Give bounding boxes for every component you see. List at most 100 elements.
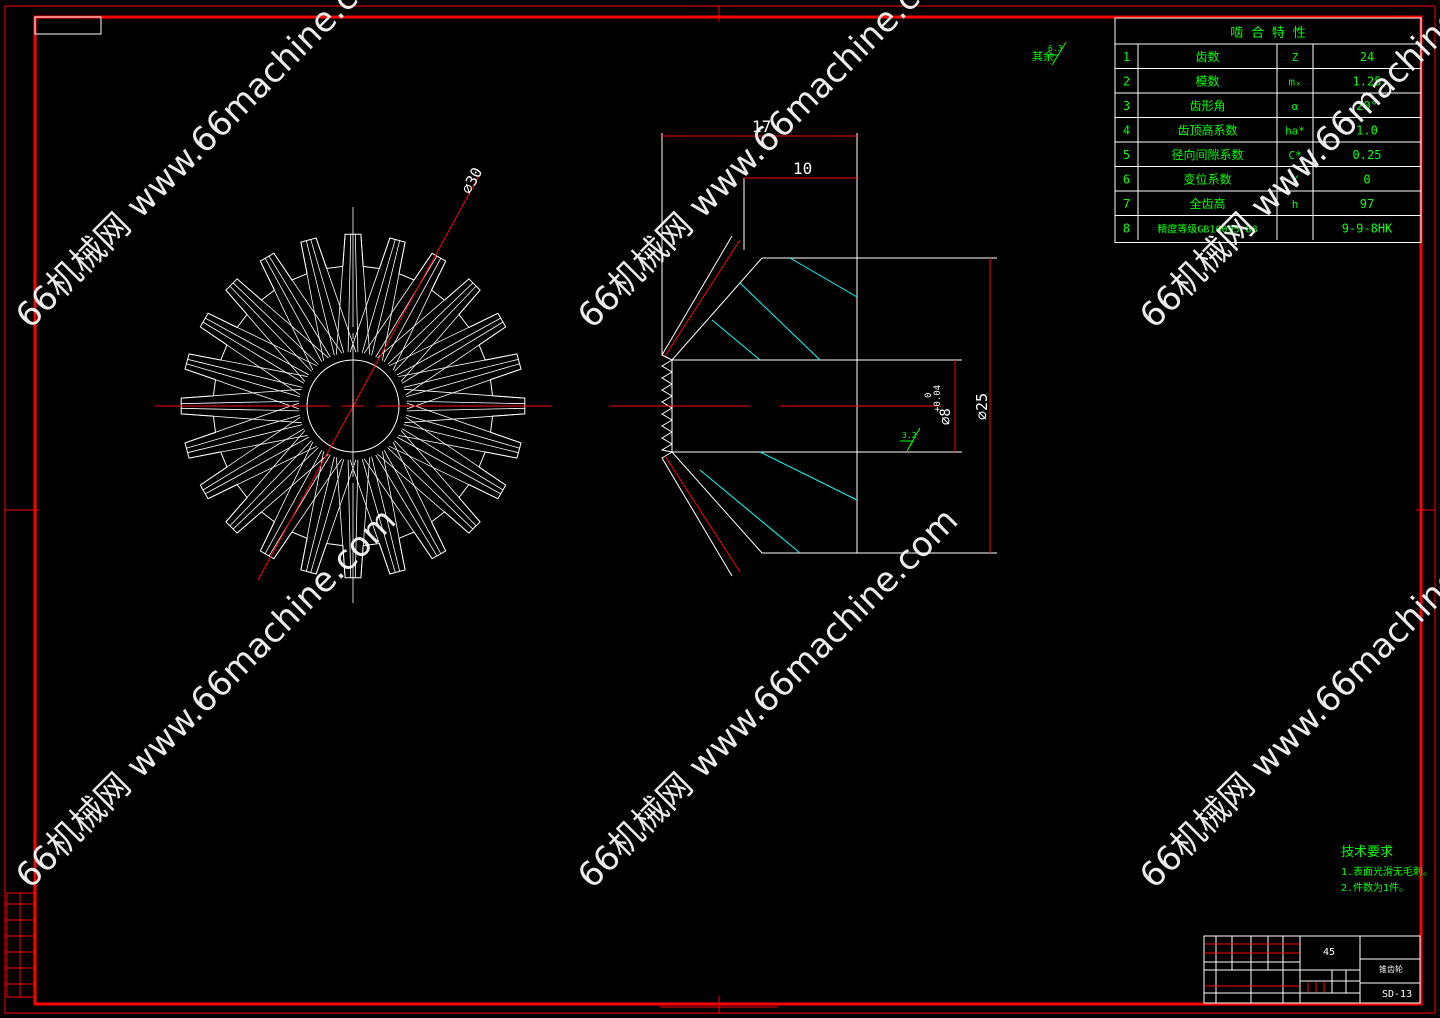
tooth-line: [264, 449, 323, 554]
watermark-text: 66机械网 www.66machine.com: [570, 0, 966, 336]
row-value: 97: [1360, 197, 1374, 211]
tooth-line: [406, 414, 520, 449]
tooth-line: [187, 358, 303, 388]
row-no: 4: [1123, 124, 1130, 138]
tooth-line: [392, 260, 447, 371]
tooth-line: [404, 413, 525, 424]
watermark-text: 66机械网 www.66machine.com: [1132, 0, 1440, 336]
tooth-line: [383, 258, 442, 363]
tooth-line: [371, 240, 401, 356]
tooth-line: [335, 234, 346, 355]
row-name: 齿数: [1195, 49, 1219, 64]
tooth-line: [268, 255, 331, 358]
tooth-line: [225, 430, 306, 523]
tooth-line: [400, 430, 481, 523]
row-value: 1.25: [1353, 75, 1382, 89]
tooth-line: [200, 326, 301, 396]
tooth-line: [375, 255, 438, 358]
watermark-text: 66机械网 www.66machine.com: [8, 500, 404, 896]
tooth-line: [349, 237, 391, 353]
tooth-line: [310, 459, 345, 573]
center-marks: [5, 6, 1435, 1013]
watermark-text: 66机械网 www.66machine.com: [1132, 500, 1440, 896]
tooth-line: [184, 402, 300, 444]
tooth-line: [268, 454, 331, 557]
dim-length-hub: 10: [793, 159, 812, 178]
row-symbol: X: [1292, 174, 1299, 187]
tooth-line: [207, 312, 318, 367]
tooth-line: [354, 459, 359, 579]
row-value: 0.25: [1353, 148, 1382, 162]
row-name: 径向间隙系数: [1171, 147, 1243, 162]
tooth-line: [360, 234, 371, 355]
tooth-line: [273, 458, 343, 559]
material: 45: [1323, 947, 1335, 958]
tooth-line: [232, 282, 319, 365]
tooth-line: [186, 363, 300, 398]
table-title: 啮 合 特 性: [1230, 26, 1305, 41]
gear-tooth: [378, 237, 415, 281]
row-name: 变位系数: [1183, 172, 1231, 187]
tooth-line: [180, 400, 300, 405]
tooth-line: [382, 242, 406, 361]
tech-req-title: 技术要求: [1341, 845, 1393, 860]
dim-length-total: 17: [752, 117, 771, 136]
gear-tooth: [225, 278, 275, 315]
tooth-line: [396, 436, 501, 495]
tooth-line: [400, 289, 481, 382]
tooth-line: [405, 416, 506, 486]
dim-bore-tol-upper: +0.04: [933, 385, 943, 412]
row-name: 精度等级GB10095-88: [1157, 223, 1257, 236]
tooth-line: [396, 317, 501, 376]
title-block: [1203, 935, 1421, 1004]
side-red-lines: [610, 135, 991, 573]
tooth-line: [360, 457, 371, 578]
gear-tooth: [259, 252, 308, 291]
row-name: 全齿高: [1189, 196, 1225, 211]
tooth-line: [181, 413, 302, 424]
row-value: 1.0: [1356, 124, 1378, 138]
gear-tooth: [444, 278, 481, 328]
tooth-line: [405, 326, 506, 396]
tooth-line: [300, 451, 324, 570]
row-symbol: C*: [1288, 149, 1301, 162]
row-value: 0: [1363, 173, 1370, 187]
tooth-line: [406, 368, 522, 410]
roughness-bore: 3.2: [902, 431, 917, 440]
tooth-line: [225, 289, 306, 382]
tooth-line: [375, 454, 438, 557]
tooth-line: [181, 388, 302, 399]
row-symbol: Z: [1292, 51, 1299, 64]
roughness-other-value: 6.3: [1048, 44, 1063, 53]
row-symbol: h: [1292, 198, 1299, 211]
row-no: 2: [1123, 75, 1130, 89]
tooth-line: [403, 424, 519, 454]
tooth-line: [200, 416, 301, 486]
gear-tooth: [468, 312, 507, 361]
tooth-line: [387, 282, 474, 365]
tooth-line: [347, 233, 352, 353]
tooth-line: [207, 445, 318, 500]
tooth-line: [371, 456, 401, 572]
gear-tooth: [478, 431, 522, 468]
tooth-line: [401, 321, 504, 384]
watermark-text: 66机械网 www.66machine.com: [570, 500, 966, 896]
tooth-line: [305, 240, 335, 356]
tooth-line: [361, 459, 396, 573]
row-name: 模数: [1195, 74, 1219, 89]
tooth-line: [388, 445, 499, 500]
tooth-line: [361, 239, 396, 353]
title-block-red: [1205, 943, 1325, 992]
tooth-line: [186, 414, 300, 449]
gear-tooth: [225, 484, 262, 534]
tooth-line: [189, 353, 308, 377]
tooth-line: [363, 458, 433, 559]
left-strip: [6, 892, 35, 998]
gear-tooth: [184, 344, 228, 381]
tooth-line: [232, 447, 319, 530]
tooth-line: [202, 321, 305, 384]
tooth-line: [205, 436, 310, 495]
row-symbol: α: [1292, 100, 1299, 113]
